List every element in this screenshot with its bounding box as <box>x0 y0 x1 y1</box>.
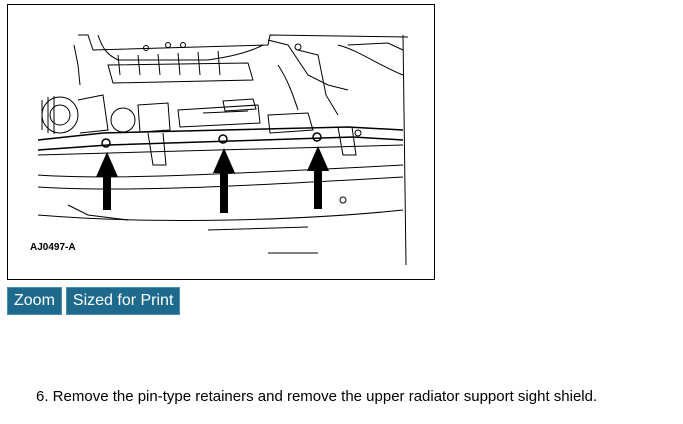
figure-label: AJ0497-A <box>30 242 76 253</box>
illustration-frame: AJ0497-A <box>7 4 435 280</box>
figure-button-row: Zoom Sized for Print <box>7 287 181 315</box>
engine-bay-illustration: AJ0497-A <box>30 34 409 266</box>
zoom-button[interactable]: Zoom <box>7 287 62 315</box>
sized-for-print-button[interactable]: Sized for Print <box>65 287 181 315</box>
arrow-icons <box>96 146 329 213</box>
step-instruction: 6. Remove the pin-type retainers and rem… <box>36 388 598 405</box>
